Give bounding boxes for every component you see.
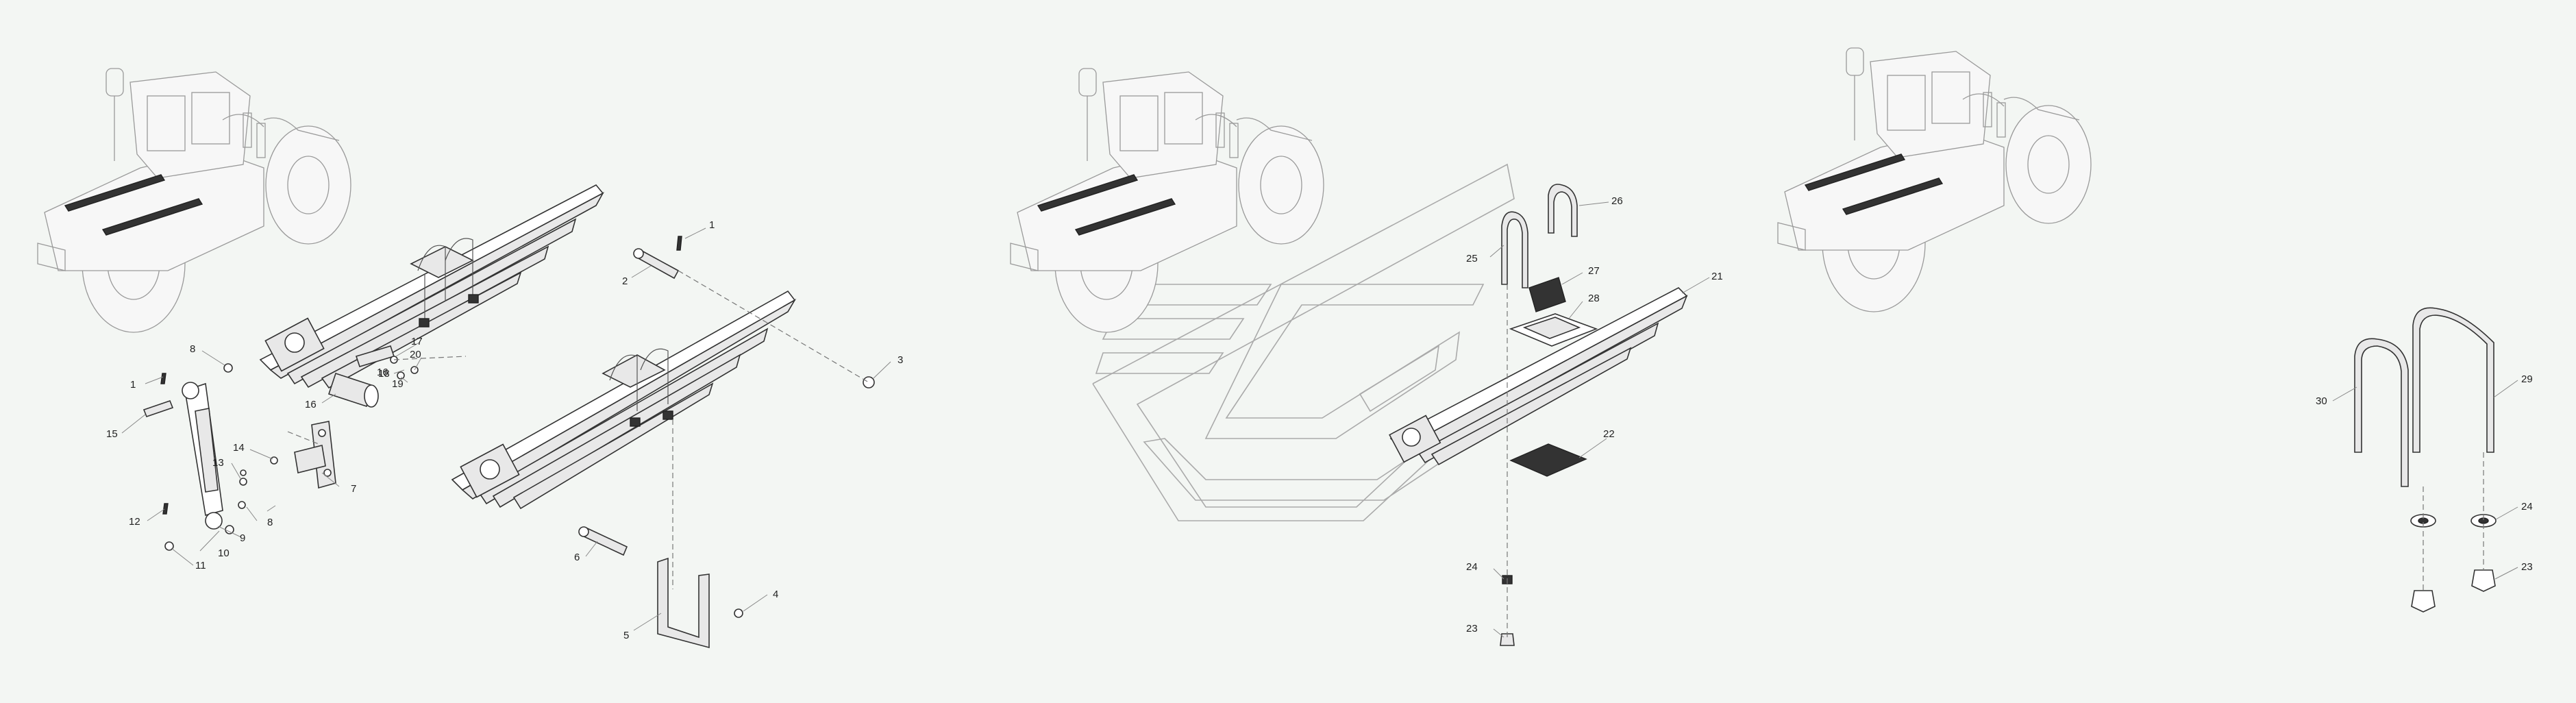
- callout-28: 28: [1588, 293, 1600, 304]
- callout-24: 24: [2521, 501, 2533, 513]
- callout-1: 1: [130, 379, 136, 391]
- callout-2: 2: [622, 275, 628, 287]
- callout-17: 17: [411, 336, 423, 347]
- callout-23: 23: [2521, 561, 2533, 573]
- bracket: [1528, 277, 1566, 312]
- bracket: [657, 557, 710, 649]
- leaf-spring: [259, 184, 605, 389]
- bracket: [1509, 443, 1587, 477]
- leaf-spring: [451, 290, 797, 510]
- leader-lines: [121, 201, 2518, 638]
- callout-13: 13: [212, 457, 224, 469]
- callout-1: 1: [709, 219, 715, 231]
- callout-labels: 1 2 3 4 5 6 7 8 8 9 10 11 12 13 14 15 16…: [106, 195, 2533, 641]
- tractor-illustration: [37, 68, 351, 333]
- callout-8: 8: [190, 343, 195, 355]
- callout-19: 19: [392, 378, 404, 390]
- callout-7: 7: [351, 483, 356, 495]
- callout-27: 27: [1588, 265, 1600, 277]
- tractor-illustration: [1777, 47, 2092, 312]
- pin: [143, 399, 174, 418]
- callout-25: 25: [1466, 253, 1478, 264]
- callout-22: 22: [1603, 428, 1615, 440]
- callout-23: 23: [1466, 623, 1478, 634]
- nut: [164, 356, 875, 618]
- callout-6: 6: [574, 552, 580, 563]
- u-bolt: [1548, 184, 1578, 237]
- callout-12: 12: [129, 516, 140, 528]
- callout-29: 29: [2521, 373, 2533, 385]
- callout-16: 16: [377, 367, 388, 378]
- pin: [578, 526, 628, 556]
- bracket: [294, 421, 336, 489]
- nut: [2411, 569, 2496, 613]
- callout-8: 8: [267, 517, 273, 528]
- nut: [1500, 575, 1515, 646]
- callout-4: 4: [773, 589, 778, 600]
- callout-21: 21: [1711, 271, 1723, 282]
- callout-16: 16: [305, 399, 317, 410]
- callout-30: 30: [2316, 395, 2327, 407]
- callout-5: 5: [623, 630, 629, 641]
- u-bolt: [2412, 307, 2494, 453]
- callout-26: 26: [1611, 195, 1623, 207]
- callout-18: 18: [378, 368, 390, 380]
- pin: [160, 236, 682, 515]
- tractor-illustration: [1010, 68, 1324, 333]
- callout-24: 24: [1466, 561, 1478, 573]
- pin: [327, 372, 379, 408]
- u-bolt: [1501, 211, 1528, 288]
- bracket: [1509, 313, 1598, 347]
- callout-15: 15: [106, 428, 118, 440]
- callout-11: 11: [195, 560, 206, 571]
- callout-9: 9: [240, 532, 245, 544]
- pin: [633, 248, 680, 280]
- u-bolt: [2354, 338, 2409, 487]
- shock-absorber: [182, 382, 223, 530]
- callout-20: 20: [410, 349, 421, 360]
- callout-14: 14: [233, 442, 245, 454]
- callout-10: 10: [218, 547, 230, 559]
- leaf-spring: [1389, 287, 1688, 466]
- callout-3: 3: [897, 354, 903, 366]
